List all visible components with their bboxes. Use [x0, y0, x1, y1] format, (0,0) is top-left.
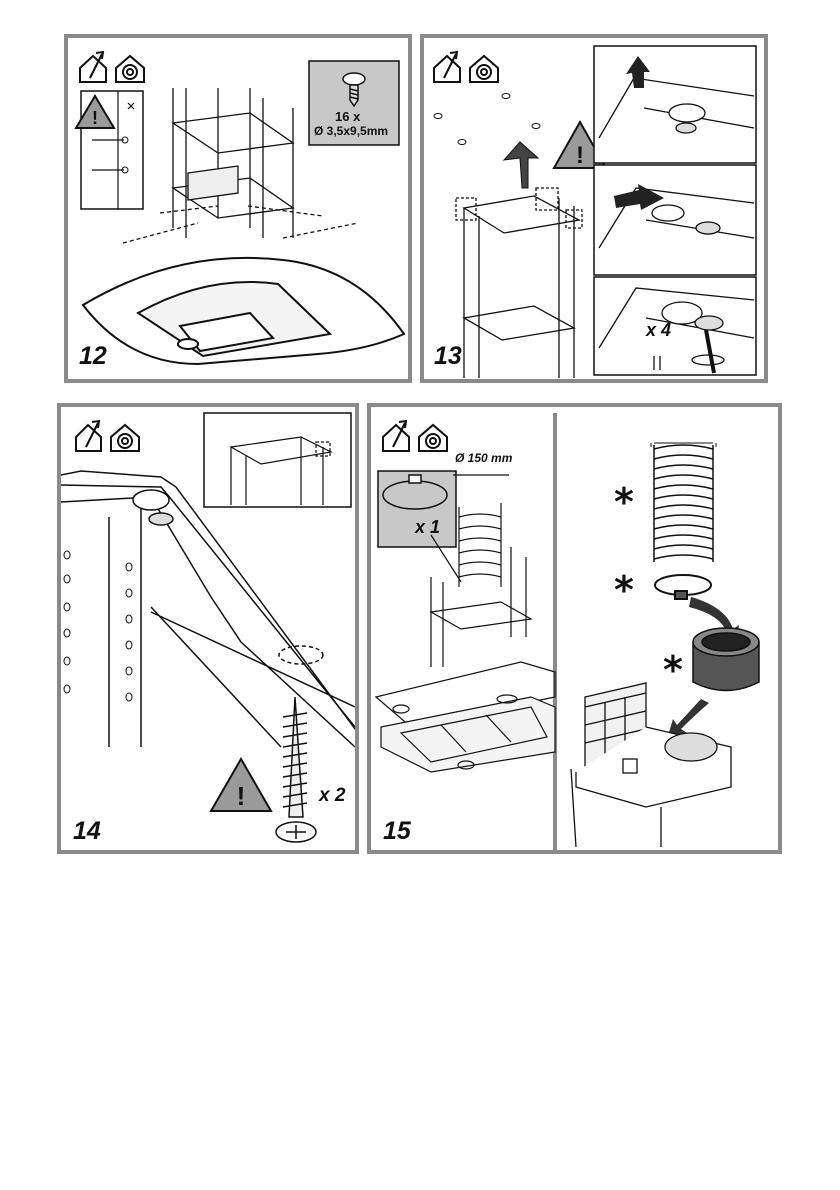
duct-adapter: [693, 628, 759, 691]
step-number: 15: [383, 817, 411, 846]
up-arrow: [504, 142, 538, 188]
step-13-illustration: !: [424, 38, 764, 379]
screw-quantity: x 2: [319, 785, 345, 807]
optional-mark-adapter: *: [663, 651, 683, 689]
step-number: 13: [434, 342, 462, 371]
duct-diameter: Ø 150 mm: [455, 451, 512, 465]
step-14-panel: ! 14 x 2: [57, 403, 359, 854]
step-number: 14: [73, 817, 101, 846]
optional-mark-clamp: *: [614, 571, 634, 609]
step-number: 12: [79, 342, 107, 371]
column-top-inset: [204, 413, 351, 507]
flexible-duct: [651, 443, 716, 562]
hood-body: [83, 258, 404, 364]
svg-text:!: !: [576, 142, 584, 169]
step-12-panel: ! 12 16 x Ø 3,5x9,5mm: [64, 34, 412, 383]
optional-mark-duct: *: [614, 483, 634, 521]
recirculation-mode-icon: [419, 425, 447, 451]
chimney-column: [456, 188, 582, 378]
frame-holes: [64, 551, 132, 701]
recirculation-mode-icon: [470, 56, 498, 82]
step-13-panel: !: [420, 34, 768, 383]
step-12-illustration: !: [68, 38, 408, 379]
step-14-illustration: !: [61, 407, 355, 850]
screw-size: Ø 3,5x9,5mm: [314, 124, 388, 138]
screw-quantity: x 4: [646, 320, 671, 341]
svg-text:!: !: [237, 781, 246, 811]
extraction-mode-icon: [434, 52, 460, 82]
screws-scattered: [434, 94, 540, 145]
extraction-mode-icon: [80, 52, 106, 82]
svg-text:!: !: [92, 108, 98, 128]
screw-quantity: 16 x: [335, 109, 360, 124]
step-15-panel: 15 x 1 Ø 150 mm * * *: [367, 403, 782, 854]
bracket-detail: [61, 471, 355, 747]
extraction-mode-icon: [383, 421, 409, 451]
screw-icon: [276, 697, 316, 842]
step-15-illustration: [371, 407, 778, 850]
recirculation-mode-icon: [111, 425, 139, 451]
hose-clamp: [655, 575, 711, 599]
clamp-quantity: x 1: [415, 517, 440, 538]
hood-motor-box: [571, 683, 731, 847]
extraction-mode-icon: [76, 421, 101, 451]
warning-icon: !: [211, 759, 271, 811]
recirculation-mode-icon: [116, 56, 144, 82]
